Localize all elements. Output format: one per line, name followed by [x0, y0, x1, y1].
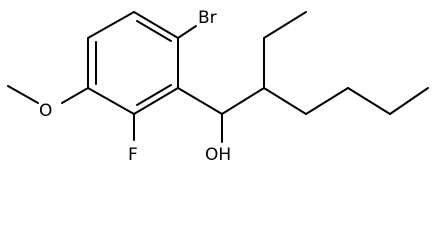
bond-butyl-c3-c4 [389, 87, 429, 115]
atom-label-oxygen-methoxy: O [39, 101, 52, 121]
bond-to-bromine [177, 25, 197, 39]
bond-oxygen-to-methyl [7, 85, 39, 104]
atom-label-fluorine: F [128, 145, 138, 165]
chemical-structure: Br F O OH [7, 8, 429, 165]
atom-label-hydroxyl: OH [205, 145, 231, 165]
bond-butyl-c1-c2 [305, 87, 349, 115]
bond-ring-to-carbinol [177, 87, 223, 115]
ring-double-bond-inner-1 [136, 20, 172, 42]
atom-label-bromine: Br [198, 8, 217, 28]
bond-ring-to-oxygen [61, 87, 89, 104]
ring-bond-c1-c2 [87, 11, 135, 39]
bond-ethyl-ch2-to-ch3 [263, 11, 307, 39]
bond-branch-to-butyl-c1 [263, 87, 307, 115]
ring-bond-c3-c4 [87, 87, 135, 115]
ring-double-bond-inner-3 [136, 84, 172, 106]
bond-butyl-c2-c3 [347, 87, 391, 115]
ring-bond-c6-c1 [133, 11, 179, 39]
ring-bond-c4-c5 [133, 87, 179, 115]
bond-carbinol-to-branch [221, 87, 265, 115]
benzene-ring [87, 11, 179, 115]
